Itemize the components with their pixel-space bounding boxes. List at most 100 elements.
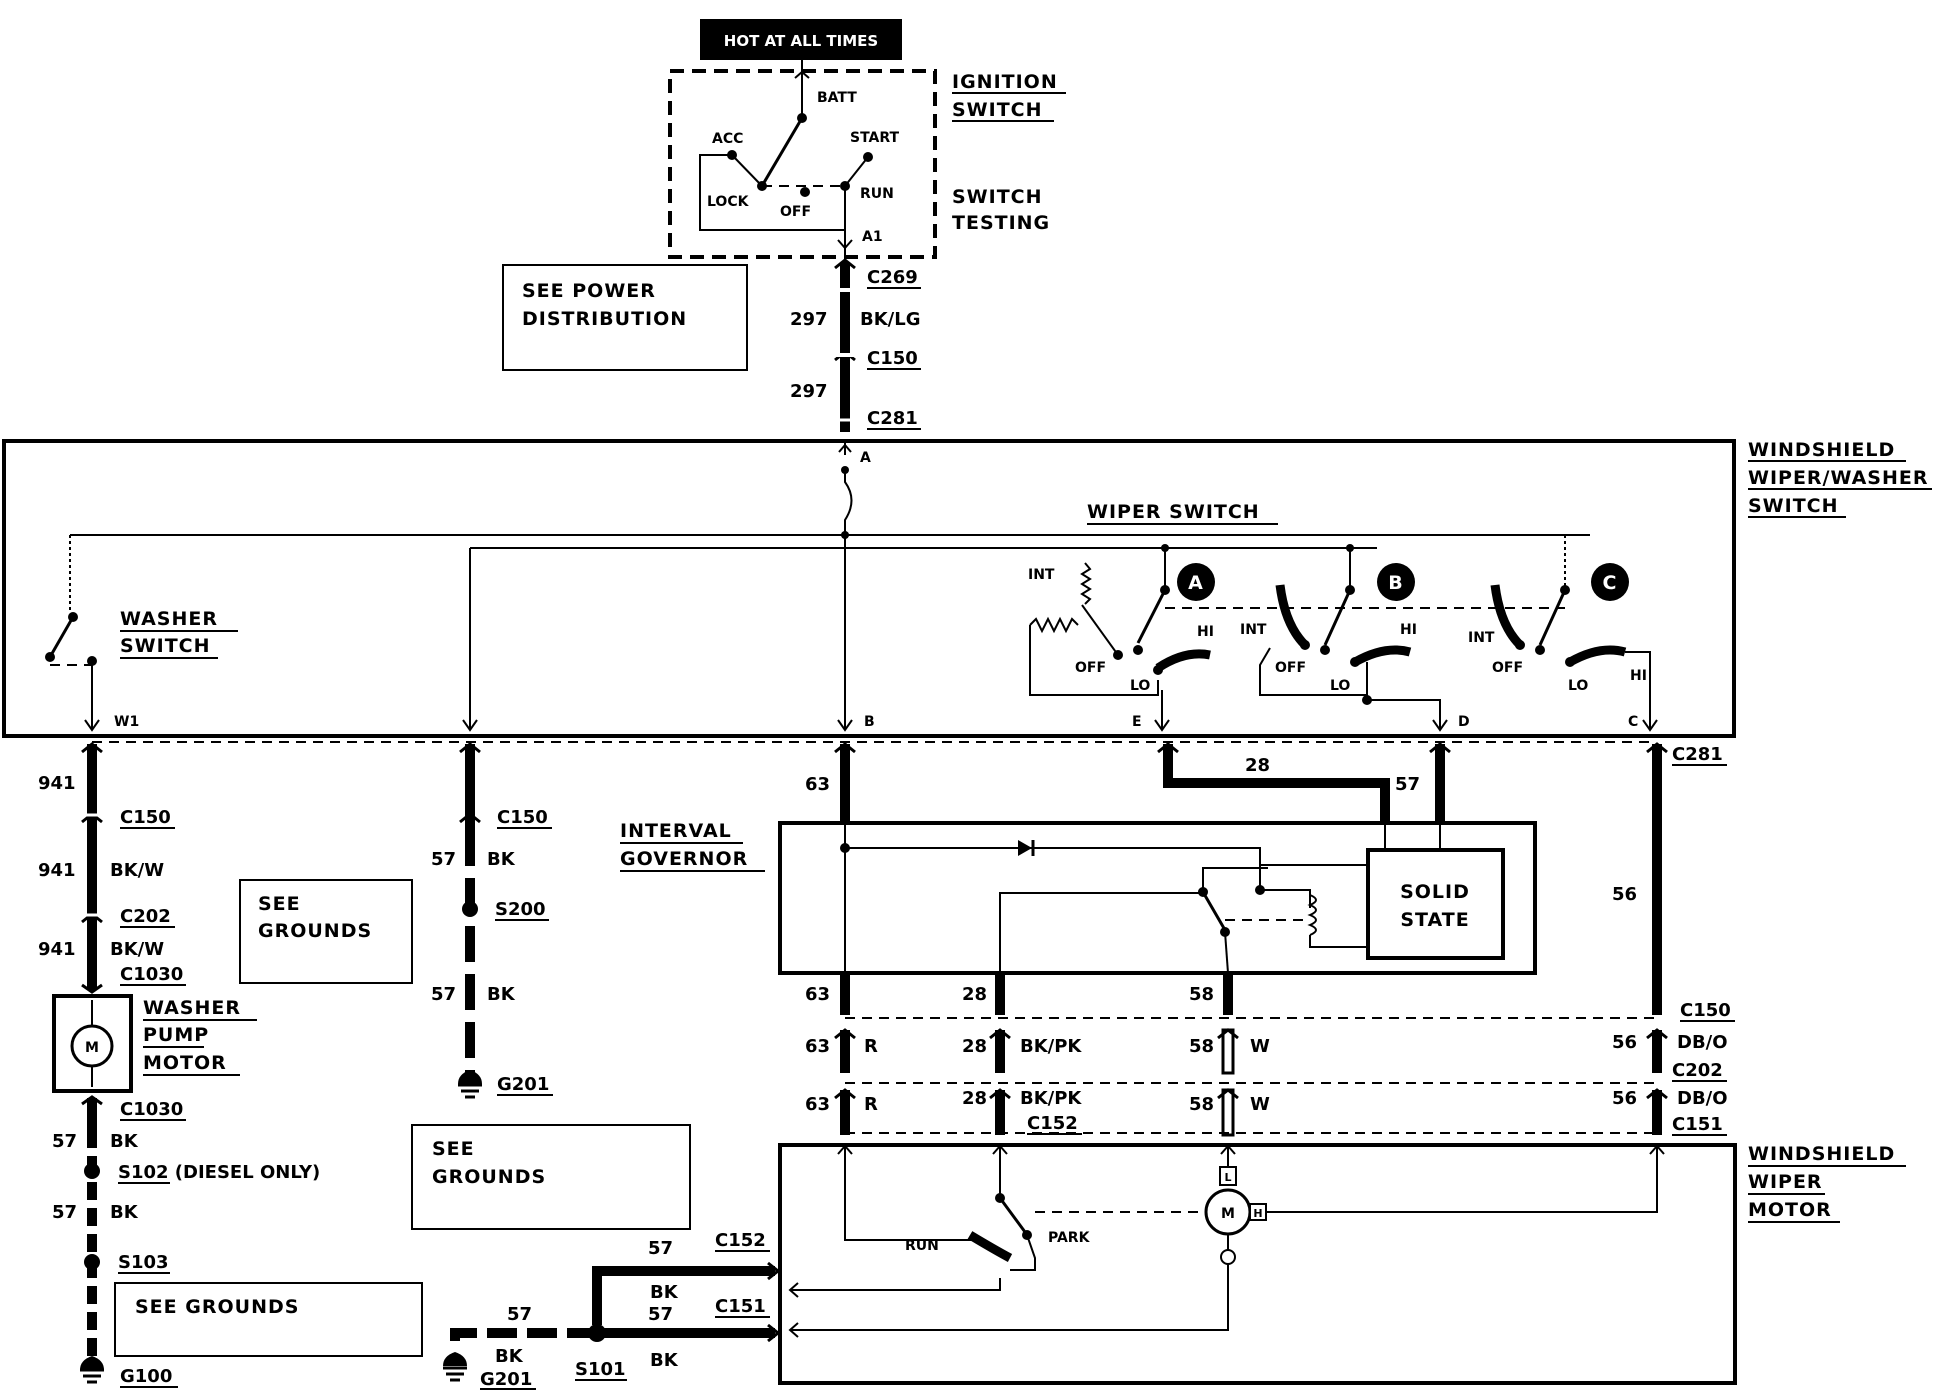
s102-label: S102 (DIESEL ONLY) [118,1162,320,1183]
motor-park-label: PARK [1048,1230,1091,1246]
washer-941-b: 941 [38,860,76,881]
g100-label: G100 [120,1366,172,1387]
assembly-title-line1: WINDSHIELD [1748,439,1895,461]
c281-connector-row: C281 [92,741,1727,766]
circuit-297b-label: 297 [790,381,828,402]
ignition-switch-line1: IGNITION [952,71,1058,93]
washer-57-a: 57 [52,1131,77,1152]
washer-941-a: 941 [38,773,76,794]
bk-lg-label: BK/LG [860,309,921,330]
wiper-section-c: C INT OFF LO HI C [1468,535,1658,732]
motor-c151-label: C151 [715,1296,766,1317]
see-grounds-1-line2: GROUNDS [258,920,372,942]
gov-58-mid: 58 [1189,984,1214,1005]
washer-57-b: 57 [52,1202,77,1223]
ground-57-a: 57 [431,849,456,870]
see-grounds-2-line1: SEE [432,1138,475,1160]
wiper-motor-title: WINDSHIELD WIPER MOTOR [1748,1143,1906,1223]
c269-label: C269 [867,267,918,288]
gov-57-top: 57 [1395,774,1420,795]
motor-ground-wires: 57 C152 BK 57 C151 BK S101 57 BK G201 [443,1230,781,1390]
c151-56: 56 [1612,1088,1637,1109]
washer-motor-line2: PUMP [143,1024,209,1046]
c152-r: R [864,1094,878,1115]
ignition-switch-line2: SWITCH [952,99,1043,121]
interval-governor-title: INTERVAL GOVERNOR [620,820,765,872]
c281-lower-label: C281 [1672,744,1723,765]
ground-c150-label: C150 [497,807,548,828]
run-label: RUN [860,186,894,202]
section-a-int: INT [1028,567,1055,583]
c202-w: W [1250,1036,1270,1057]
assembly-title-line2: WIPER/WASHER [1748,467,1929,489]
wiper-motor-line1: WINDSHIELD [1748,1143,1895,1165]
washer-motor-m: M [85,1040,99,1056]
interval-governor: 63 28 57 SOLID STATE [778,742,1537,975]
motor-bk-c: BK [495,1346,524,1367]
washer-motor-line3: MOTOR [143,1052,227,1074]
washer-switch-line1: WASHER [120,608,218,630]
g201-top-label: G201 [497,1074,549,1095]
see-grounds-box-2: SEE GROUNDS [411,1124,691,1230]
c202-r: R [864,1036,878,1057]
washer-bk-b: BK [110,1202,139,1223]
see-power-line1: SEE POWER [522,280,656,302]
a1-label: A1 [862,229,883,245]
wiper-switch-text: WIPER SWITCH [1087,501,1260,523]
assembly-title-line3: SWITCH [1748,495,1839,517]
pin-b-label: B [864,714,875,730]
washer-bkw-a: BK/W [110,860,164,881]
c152-28: 28 [962,1088,987,1109]
see-grounds-1-line1: SEE [258,893,301,915]
wiper-washer-switch-assembly: A [2,439,1736,738]
governor-output-wires: 56 63 28 58 C150 [805,742,1735,1022]
gov-56-top: 56 [1612,884,1637,905]
wiper-section-a: A INT OFF LO HI E [1028,544,1565,732]
c202-56: 56 [1612,1032,1637,1053]
wiper-motor: RUN PARK L M H [778,1143,1737,1385]
section-a-hi: HI [1197,624,1214,640]
hot-at-all-times-text: HOT AT ALL TIMES [724,32,878,50]
gov-c202-label: C202 [1672,1060,1723,1081]
motor-run-label: RUN [905,1238,939,1254]
washer-bkw-b: BK/W [110,939,164,960]
gov-28-top: 28 [1245,755,1270,776]
section-b-badge: B [1388,572,1403,594]
motor-h-label: H [1253,1207,1262,1220]
governor-title-line1: INTERVAL [620,820,732,842]
c152-bkpk: BK/PK [1020,1088,1082,1109]
gov-c150-label: C150 [1680,1000,1731,1021]
feed-c150-label: C150 [867,348,918,369]
pin-e-label: E [1132,714,1142,730]
s200-ground-branch: C150 57 BK S200 57 BK G201 [431,742,553,1099]
section-b-hi: HI [1400,622,1417,638]
see-grounds-2-line2: GROUNDS [432,1166,546,1188]
c151-dbo: DB/O [1677,1088,1728,1109]
wiper-section-b: B INT OFF LO HI D [1240,544,1470,732]
washer-c150-label: C150 [120,807,171,828]
pin-w1-label: W1 [114,714,139,730]
see-power-line2: DISTRIBUTION [522,308,687,330]
c202-58: 58 [1189,1036,1214,1057]
motor-c152-label: C152 [715,1230,766,1251]
off-label: OFF [780,204,811,220]
section-b-off: OFF [1275,660,1306,676]
start-label: START [850,130,900,146]
ignition-switch: BATT ACC START LOCK OFF RUN A1 [668,60,937,262]
wiper-motor-line3: MOTOR [1748,1199,1832,1221]
motor-57-c: 57 [507,1304,532,1325]
c202-63: 63 [805,1036,830,1057]
acc-label: ACC [712,131,743,147]
c152-connector-tier: 63 R 28 BK/PK C152 58 W 56 DB/O C151 [805,1088,1728,1137]
section-b-lo: LO [1330,678,1350,694]
motor-l-label: L [1224,1171,1231,1184]
motor-bk-b: BK [650,1350,679,1371]
section-a-off: OFF [1075,660,1106,676]
gov-28-mid: 28 [962,984,987,1005]
g201-bottom-label: G201 [480,1369,532,1390]
motor-57-b: 57 [648,1304,673,1325]
s200-label: S200 [495,899,546,920]
section-b-int: INT [1240,622,1267,638]
lock-label: LOCK [707,194,750,210]
